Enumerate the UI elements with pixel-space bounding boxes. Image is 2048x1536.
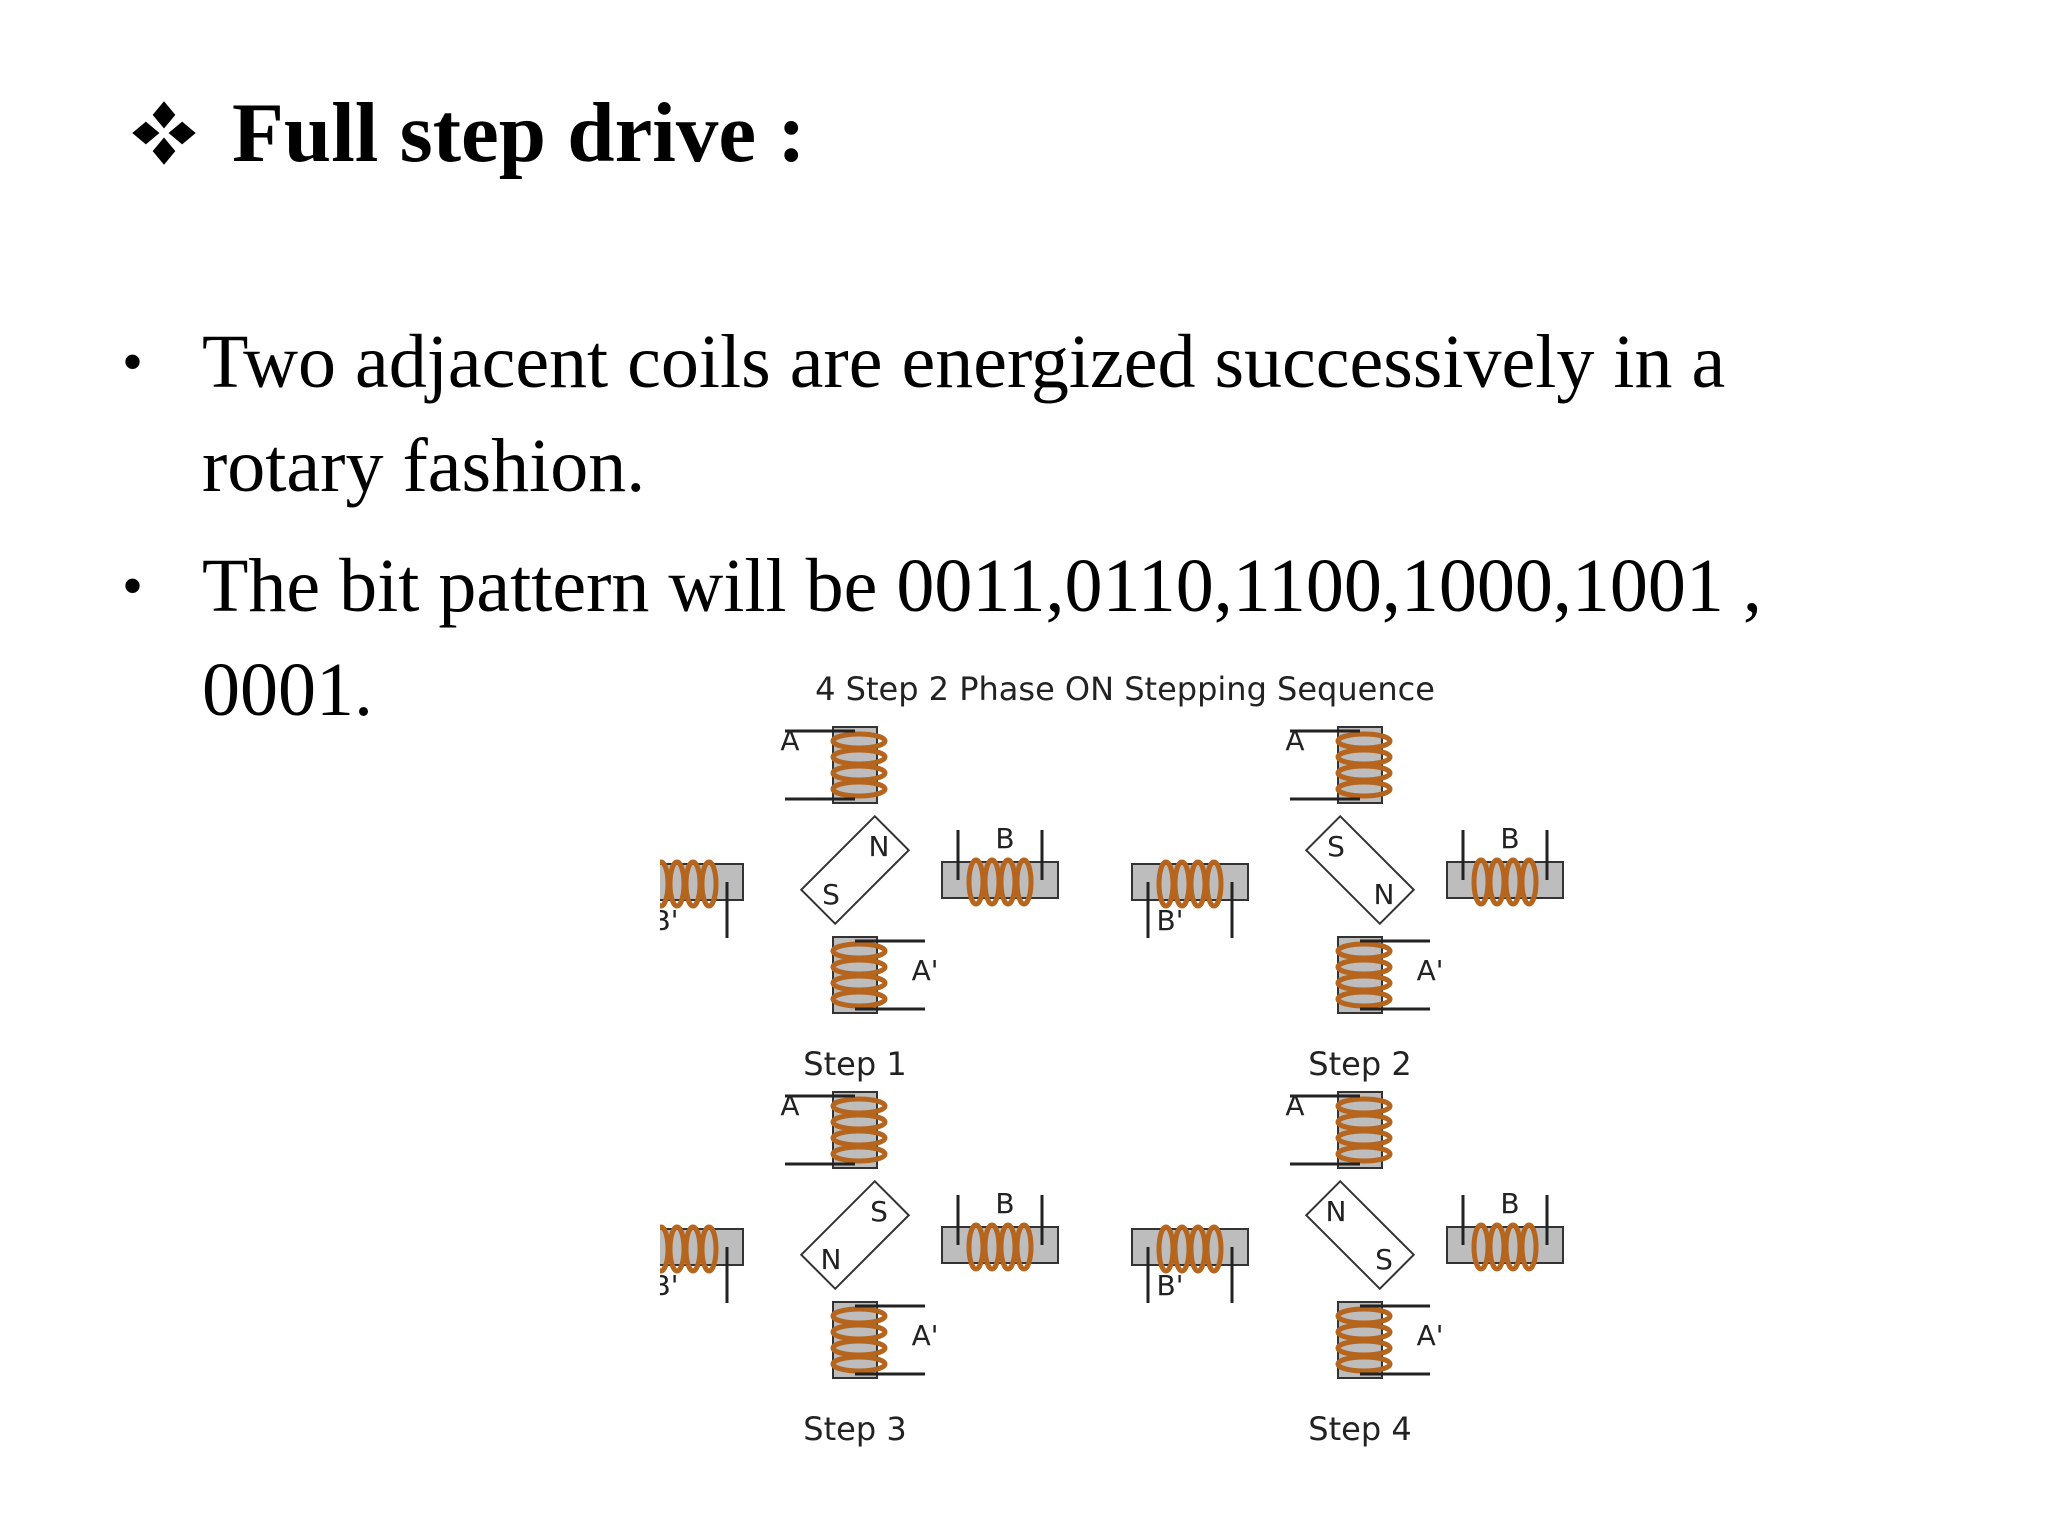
bullet-dot-icon: • bbox=[122, 553, 144, 619]
diagram-title: 4 Step 2 Phase ON Stepping Sequence bbox=[815, 670, 1435, 708]
coil-winding bbox=[1335, 989, 1393, 1009]
rotor-north-label: N bbox=[1326, 1195, 1347, 1228]
coil-b: B bbox=[941, 822, 1059, 907]
step-label: Step 2 bbox=[1308, 1045, 1411, 1083]
bullet-list: • Two adjacent coils are energized succe… bbox=[120, 310, 1920, 758]
coil-b-prime: B' bbox=[1131, 1224, 1249, 1303]
coil-winding bbox=[1335, 1354, 1393, 1374]
coil-a: A bbox=[780, 724, 888, 804]
stepping-sequence-diagram: 4 Step 2 Phase ON Stepping Sequence A A' B… bbox=[626, 670, 1580, 1470]
coil-label: A bbox=[780, 1089, 799, 1122]
rotor-magnet bbox=[799, 1179, 911, 1291]
coil-winding bbox=[830, 779, 888, 799]
coil-winding bbox=[1204, 859, 1224, 909]
coil-a: A bbox=[1285, 724, 1393, 804]
coil-label: B bbox=[995, 1187, 1014, 1220]
coil-a-prime: A' bbox=[830, 936, 939, 1014]
coil-label: A' bbox=[1417, 954, 1444, 987]
rotor-south-label: S bbox=[1375, 1243, 1393, 1276]
bullet-item: • Two adjacent coils are energized succe… bbox=[120, 310, 1920, 518]
coil-label: B' bbox=[1157, 1269, 1184, 1302]
rotor-north-label: N bbox=[1374, 878, 1395, 911]
bullet-text: The bit pattern will be 0011,0110,1100,1… bbox=[202, 544, 1762, 732]
coil-a-prime: A' bbox=[830, 1301, 939, 1379]
rotor-north-label: N bbox=[869, 830, 890, 863]
coil-b-prime: B' bbox=[1131, 859, 1249, 938]
step-panel: A A' B' B NS Step 2 bbox=[1131, 724, 1564, 1083]
coil-b-prime: B' bbox=[626, 1224, 744, 1303]
four-diamond-bullet-icon bbox=[132, 101, 196, 165]
rotor-body bbox=[1304, 1179, 1416, 1291]
coil-b: B bbox=[1446, 1187, 1564, 1272]
coil-winding bbox=[1204, 1224, 1224, 1274]
coil-winding bbox=[830, 1354, 888, 1374]
slide-title: Full step drive : bbox=[130, 78, 806, 188]
rotor-magnet bbox=[1304, 814, 1416, 926]
coil-label: A bbox=[780, 724, 799, 757]
step-panel: A A' B' B NS Step 4 bbox=[1131, 1089, 1564, 1448]
step-panel: A A' B' B NS Step 1 bbox=[626, 724, 1059, 1083]
step-label: Step 1 bbox=[803, 1045, 906, 1083]
bullet-text: Two adjacent coils are energized success… bbox=[202, 320, 1726, 508]
coil-label: B bbox=[1500, 822, 1519, 855]
coil-b: B bbox=[1446, 822, 1564, 907]
coil-label: B bbox=[995, 822, 1014, 855]
rotor-north-label: N bbox=[821, 1243, 842, 1276]
rotor-south-label: S bbox=[1327, 830, 1345, 863]
coil-label: A' bbox=[912, 1319, 939, 1352]
coil-winding bbox=[1519, 1222, 1539, 1272]
bullet-item: • The bit pattern will be 0011,0110,1100… bbox=[120, 534, 1920, 742]
coil-a: A bbox=[780, 1089, 888, 1169]
step-panel: A A' B' B NS Step 3 bbox=[626, 1089, 1059, 1448]
step-label: Step 3 bbox=[803, 1410, 906, 1448]
coil-winding bbox=[699, 859, 719, 909]
coil-label: A' bbox=[912, 954, 939, 987]
coil-b-prime: B' bbox=[626, 859, 744, 938]
rotor-body bbox=[1304, 814, 1416, 926]
step-label: Step 4 bbox=[1308, 1410, 1411, 1448]
coil-label: A bbox=[1285, 724, 1304, 757]
coil-winding bbox=[1335, 1144, 1393, 1164]
rotor-magnet bbox=[1304, 1179, 1416, 1291]
coil-label: A bbox=[1285, 1089, 1304, 1122]
coil-winding bbox=[1335, 779, 1393, 799]
stepping-sequence-svg: 4 Step 2 Phase ON Stepping Sequence A A' B… bbox=[626, 670, 1564, 1448]
coil-winding bbox=[1014, 857, 1034, 907]
coil-label: B' bbox=[660, 904, 678, 937]
coil-winding bbox=[699, 1224, 719, 1274]
rotor-south-label: S bbox=[822, 878, 840, 911]
coil-winding bbox=[830, 989, 888, 1009]
rotor-body bbox=[799, 814, 911, 926]
rotor-magnet bbox=[799, 814, 911, 926]
bullet-dot-icon: • bbox=[122, 329, 144, 395]
rotor-body bbox=[799, 1179, 911, 1291]
coil-a-prime: A' bbox=[1335, 936, 1444, 1014]
coil-b: B bbox=[941, 1187, 1059, 1272]
coil-label: B bbox=[1500, 1187, 1519, 1220]
coil-a: A bbox=[1285, 1089, 1393, 1169]
coil-label: A' bbox=[1417, 1319, 1444, 1352]
coil-winding bbox=[830, 1144, 888, 1164]
coil-a-prime: A' bbox=[1335, 1301, 1444, 1379]
slide-title-text: Full step drive : bbox=[232, 86, 806, 180]
rotor-south-label: S bbox=[870, 1195, 888, 1228]
coil-winding bbox=[1519, 857, 1539, 907]
coil-label: B' bbox=[1157, 904, 1184, 937]
coil-label: B' bbox=[660, 1269, 678, 1302]
coil-winding bbox=[1014, 1222, 1034, 1272]
